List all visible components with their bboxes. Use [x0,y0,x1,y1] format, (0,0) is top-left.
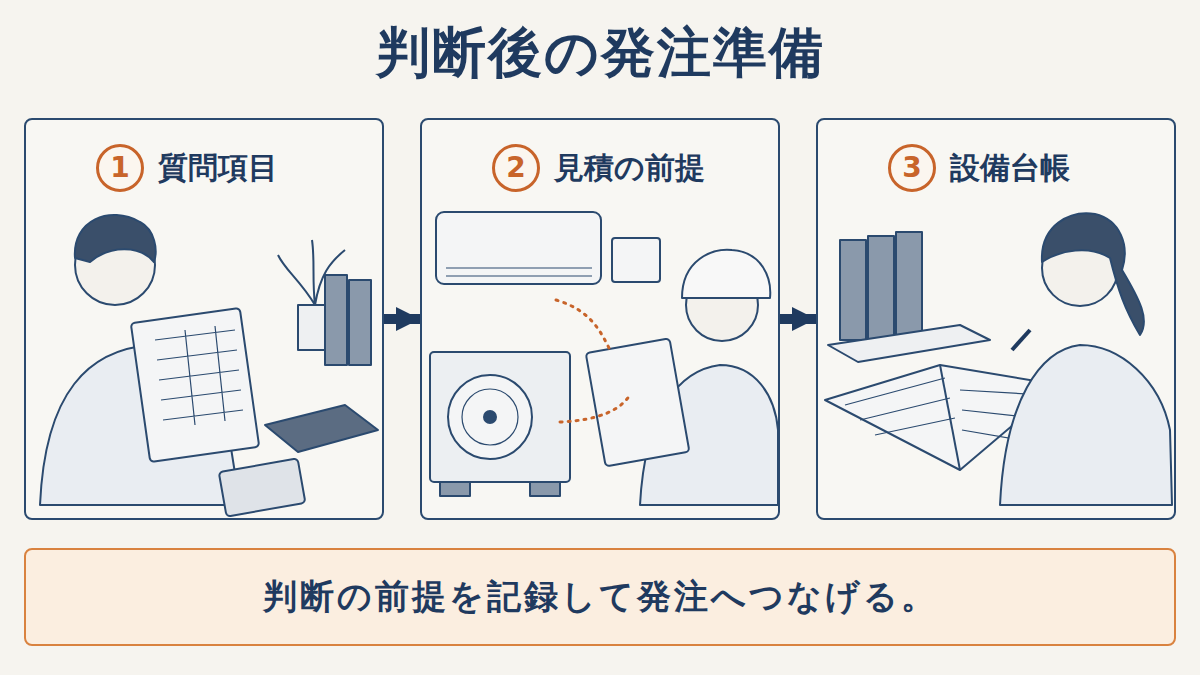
step-number: 2 [506,154,525,182]
step-number-circle: 3 [888,144,936,192]
summary-text: 判断の前提を記録して発注へつなげる。 [263,574,938,620]
step-heading: 見積の前提 [554,148,705,188]
step-panel: 見積の前提 2 [420,118,780,520]
flow-arrow [384,314,420,324]
step-number-circle: 2 [492,144,540,192]
step-number-circle: 1 [96,144,144,192]
step-number: 3 [902,154,921,182]
step-panel: 質問項目 1 [24,118,384,520]
step-number: 1 [110,154,129,182]
step-heading: 質問項目 [158,148,278,188]
step-heading: 設備台帳 [950,148,1070,188]
step-panel: 設備台帳 3 [816,118,1176,520]
summary-band: 判断の前提を記録して発注へつなげる。 [24,548,1176,646]
diagram-title: 判断後の発注準備 [0,18,1200,88]
flow-arrow [780,314,816,324]
